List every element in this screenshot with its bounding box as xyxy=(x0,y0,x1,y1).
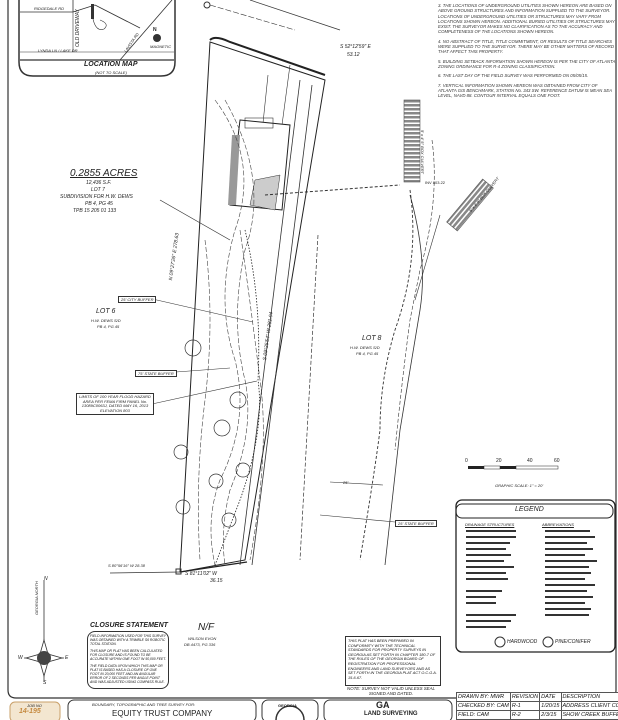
compass-label: GEORGIA NORTH xyxy=(34,581,39,615)
revision-cell: DATE xyxy=(539,692,562,702)
revision-cell: FIELD: CAM xyxy=(456,710,511,720)
table-row: CHECKED BY: CAM R-1 1/20/15 ADDRESS CLIE… xyxy=(456,701,618,711)
nf-deed: DB 4473, PG 336 xyxy=(184,642,216,647)
culvert-invert: INV 803.22 xyxy=(425,180,446,185)
scale-label: GRAPHIC SCALE: 1" = 20' xyxy=(495,483,544,488)
note-3: 3. THE LOCATIONS OF UNDERGROUND UTILITIE… xyxy=(438,3,615,35)
revision-cell: SHOW CREEK BUFFERS xyxy=(560,710,618,720)
bottom-west-bearing: S 80°56'16" W 28.38 xyxy=(108,563,145,568)
legend-col1-head: DRAINAGE STRUCTURES xyxy=(465,522,515,527)
road-label: LYNDA LN / LAKE DR xyxy=(38,48,78,53)
revision-cell: DESCRIPTION xyxy=(560,692,618,702)
compass-e: E xyxy=(65,655,69,661)
revision-cell: DRAWN BY: MWR xyxy=(456,692,511,702)
revision-cell: 2/3/15 xyxy=(539,710,562,720)
certification-statement: THIS PLAT HAS BEEN PREPARED IN CONFORMIT… xyxy=(345,636,441,686)
company-logo: GA xyxy=(376,700,390,710)
survey-type: BOUNDARY, TOPOGRAPHIC AND TREE SURVEY FO… xyxy=(92,702,196,707)
lot8-plat-book: PB 4, PG 45 xyxy=(356,351,379,356)
box-culvert-north xyxy=(403,99,421,183)
table-row: FIELD: CAM R-2 2/3/15 SHOW CREEK BUFFERS xyxy=(456,710,618,720)
revision-cell: 1/20/15 xyxy=(539,701,562,711)
lot8-subdivision: H.W. DEWS S/D xyxy=(350,345,380,350)
stream-buffer-callout: 75' STATE BUFFER xyxy=(135,370,177,377)
location-map-frame xyxy=(18,0,176,77)
dimension-25: 25' xyxy=(343,480,349,485)
note-6: 6. THE LAST DAY OF THE FIELD SURVEY WAS … xyxy=(438,73,589,79)
revision-cell: CHECKED BY: CAM xyxy=(456,701,511,711)
subject-acreage: 0.2855 ACRES xyxy=(70,168,138,179)
legend-col2-head: ABBREVIATIONS xyxy=(542,522,574,527)
subject-subdivision: SUBDIVISION FOR H.W. DEWS xyxy=(60,194,133,200)
closure-title: CLOSURE STATEMENT xyxy=(90,622,168,629)
city-buffer-callout: 25' CITY BUFFER xyxy=(118,296,157,303)
revision-cell: R-1 xyxy=(509,701,541,711)
closure-text: FIELD INFORMATION USED FOR THIS SURVEY W… xyxy=(90,634,166,646)
north-label: N xyxy=(153,27,157,33)
note-5: 5. BUILDING SETBACK INFORMATION SHOWN HE… xyxy=(438,58,616,69)
closure-text: THIS MAP OR PLAT HAS BEEN CALCULATED FOR… xyxy=(90,649,166,661)
top-bearing: S 52°12'59" E xyxy=(340,44,371,50)
compass-w: W xyxy=(18,655,23,661)
subject-area: 12,436 S.F. xyxy=(86,180,112,186)
job-number-label: JOB NO xyxy=(27,703,42,708)
subject-lot: LOT 7 xyxy=(91,187,105,193)
road-label: RIDGEDALE RD xyxy=(34,6,65,11)
state-buffer-callout: 25' STATE BUFFER xyxy=(395,520,437,527)
scale-tick: 40 xyxy=(527,458,533,464)
revision-cell: REVISION xyxy=(509,692,541,702)
box-culvert-east xyxy=(446,178,494,232)
legend-hardwood: HARDWOOD xyxy=(507,639,538,645)
table-row: DRAWN BY: MWR REVISION DATE DESCRIPTION xyxy=(456,692,618,702)
compass-s: S xyxy=(43,680,47,686)
hardwood-tree-icon xyxy=(494,636,506,648)
legend-title: LEGEND xyxy=(515,506,544,513)
legend-entries xyxy=(466,530,597,628)
company-name: LAND SURVEYING xyxy=(364,711,418,717)
scale-tick: 0 xyxy=(465,458,468,464)
job-number: 14-195 xyxy=(19,708,41,715)
compass-n: N xyxy=(44,576,48,582)
seal-text: GEORGIA xyxy=(278,703,297,708)
flood-zone-callout: LIMITS OF 100 YEAR FLOOD HAZARD AREA PER… xyxy=(76,393,154,415)
georgia-seal xyxy=(275,705,305,720)
validity-note: NOTE: SURVEY NOT VALID UNLESS SEAL SIGNE… xyxy=(347,686,435,696)
revision-cell: R-2 xyxy=(509,710,541,720)
tree-symbols xyxy=(173,339,251,528)
location-map-title: LOCATION MAP xyxy=(84,61,138,68)
note-7: 7. VERTICAL INFORMATION SHOWN HEREON WAS… xyxy=(438,82,612,99)
location-map-scale: (NOT TO SCALE) xyxy=(95,70,127,75)
closure-text: THE FIELD DATA UPON WHICH THIS MAP OR PL… xyxy=(90,664,165,684)
nf-label: N/F xyxy=(198,622,215,633)
compass-rose xyxy=(24,580,64,682)
top-distance: 53.12 xyxy=(347,52,360,58)
client-name: EQUITY TRUST COMPANY xyxy=(112,709,213,718)
lot6-plat-book: PB 4, PG 45 xyxy=(97,324,120,329)
bottom-bearing: S 81°11'02" W xyxy=(185,571,217,577)
lot8-label: LOT 8 xyxy=(362,335,382,342)
lot6-label: LOT 6 xyxy=(96,308,116,315)
lot6-subdivision: H.W. DEWS S/D xyxy=(91,318,121,323)
note-4: 4. NO ABSTRACT OF TITLE, TITLE COMMITMEN… xyxy=(438,38,614,55)
culvert-north-label: 5' x 4' 5" BOX CULVERT xyxy=(420,130,425,175)
north-arrow-icon xyxy=(153,34,161,42)
bottom-distance: 36.15 xyxy=(210,578,223,584)
subject-tax-parcel: TPB 15 205 01 133 xyxy=(73,208,117,214)
north-sub-label: MAGNETIC xyxy=(150,44,172,49)
pine-tree-icon xyxy=(542,636,554,648)
legend-pine: PINE/CONIFER xyxy=(555,639,591,645)
revision-cell: ADDRESS CLIENT COMMENTS xyxy=(560,701,618,711)
nf-owner: WILSON EVON xyxy=(188,636,217,641)
closure-statement: FIELD INFORMATION USED FOR THIS SURVEY W… xyxy=(87,631,169,689)
survey-notes: 3. THE LOCATIONS OF UNDERGROUND UTILITIE… xyxy=(438,3,616,102)
graphic-scale xyxy=(468,465,559,470)
subject-plat-book: PB 4, PG 45 xyxy=(85,201,113,207)
revision-table: DRAWN BY: MWR REVISION DATE DESCRIPTION … xyxy=(456,692,618,720)
scale-tick: 20 xyxy=(496,458,502,464)
scale-tick: 60 xyxy=(554,458,560,464)
road-label: OLD DRIVEWAY xyxy=(75,9,81,47)
